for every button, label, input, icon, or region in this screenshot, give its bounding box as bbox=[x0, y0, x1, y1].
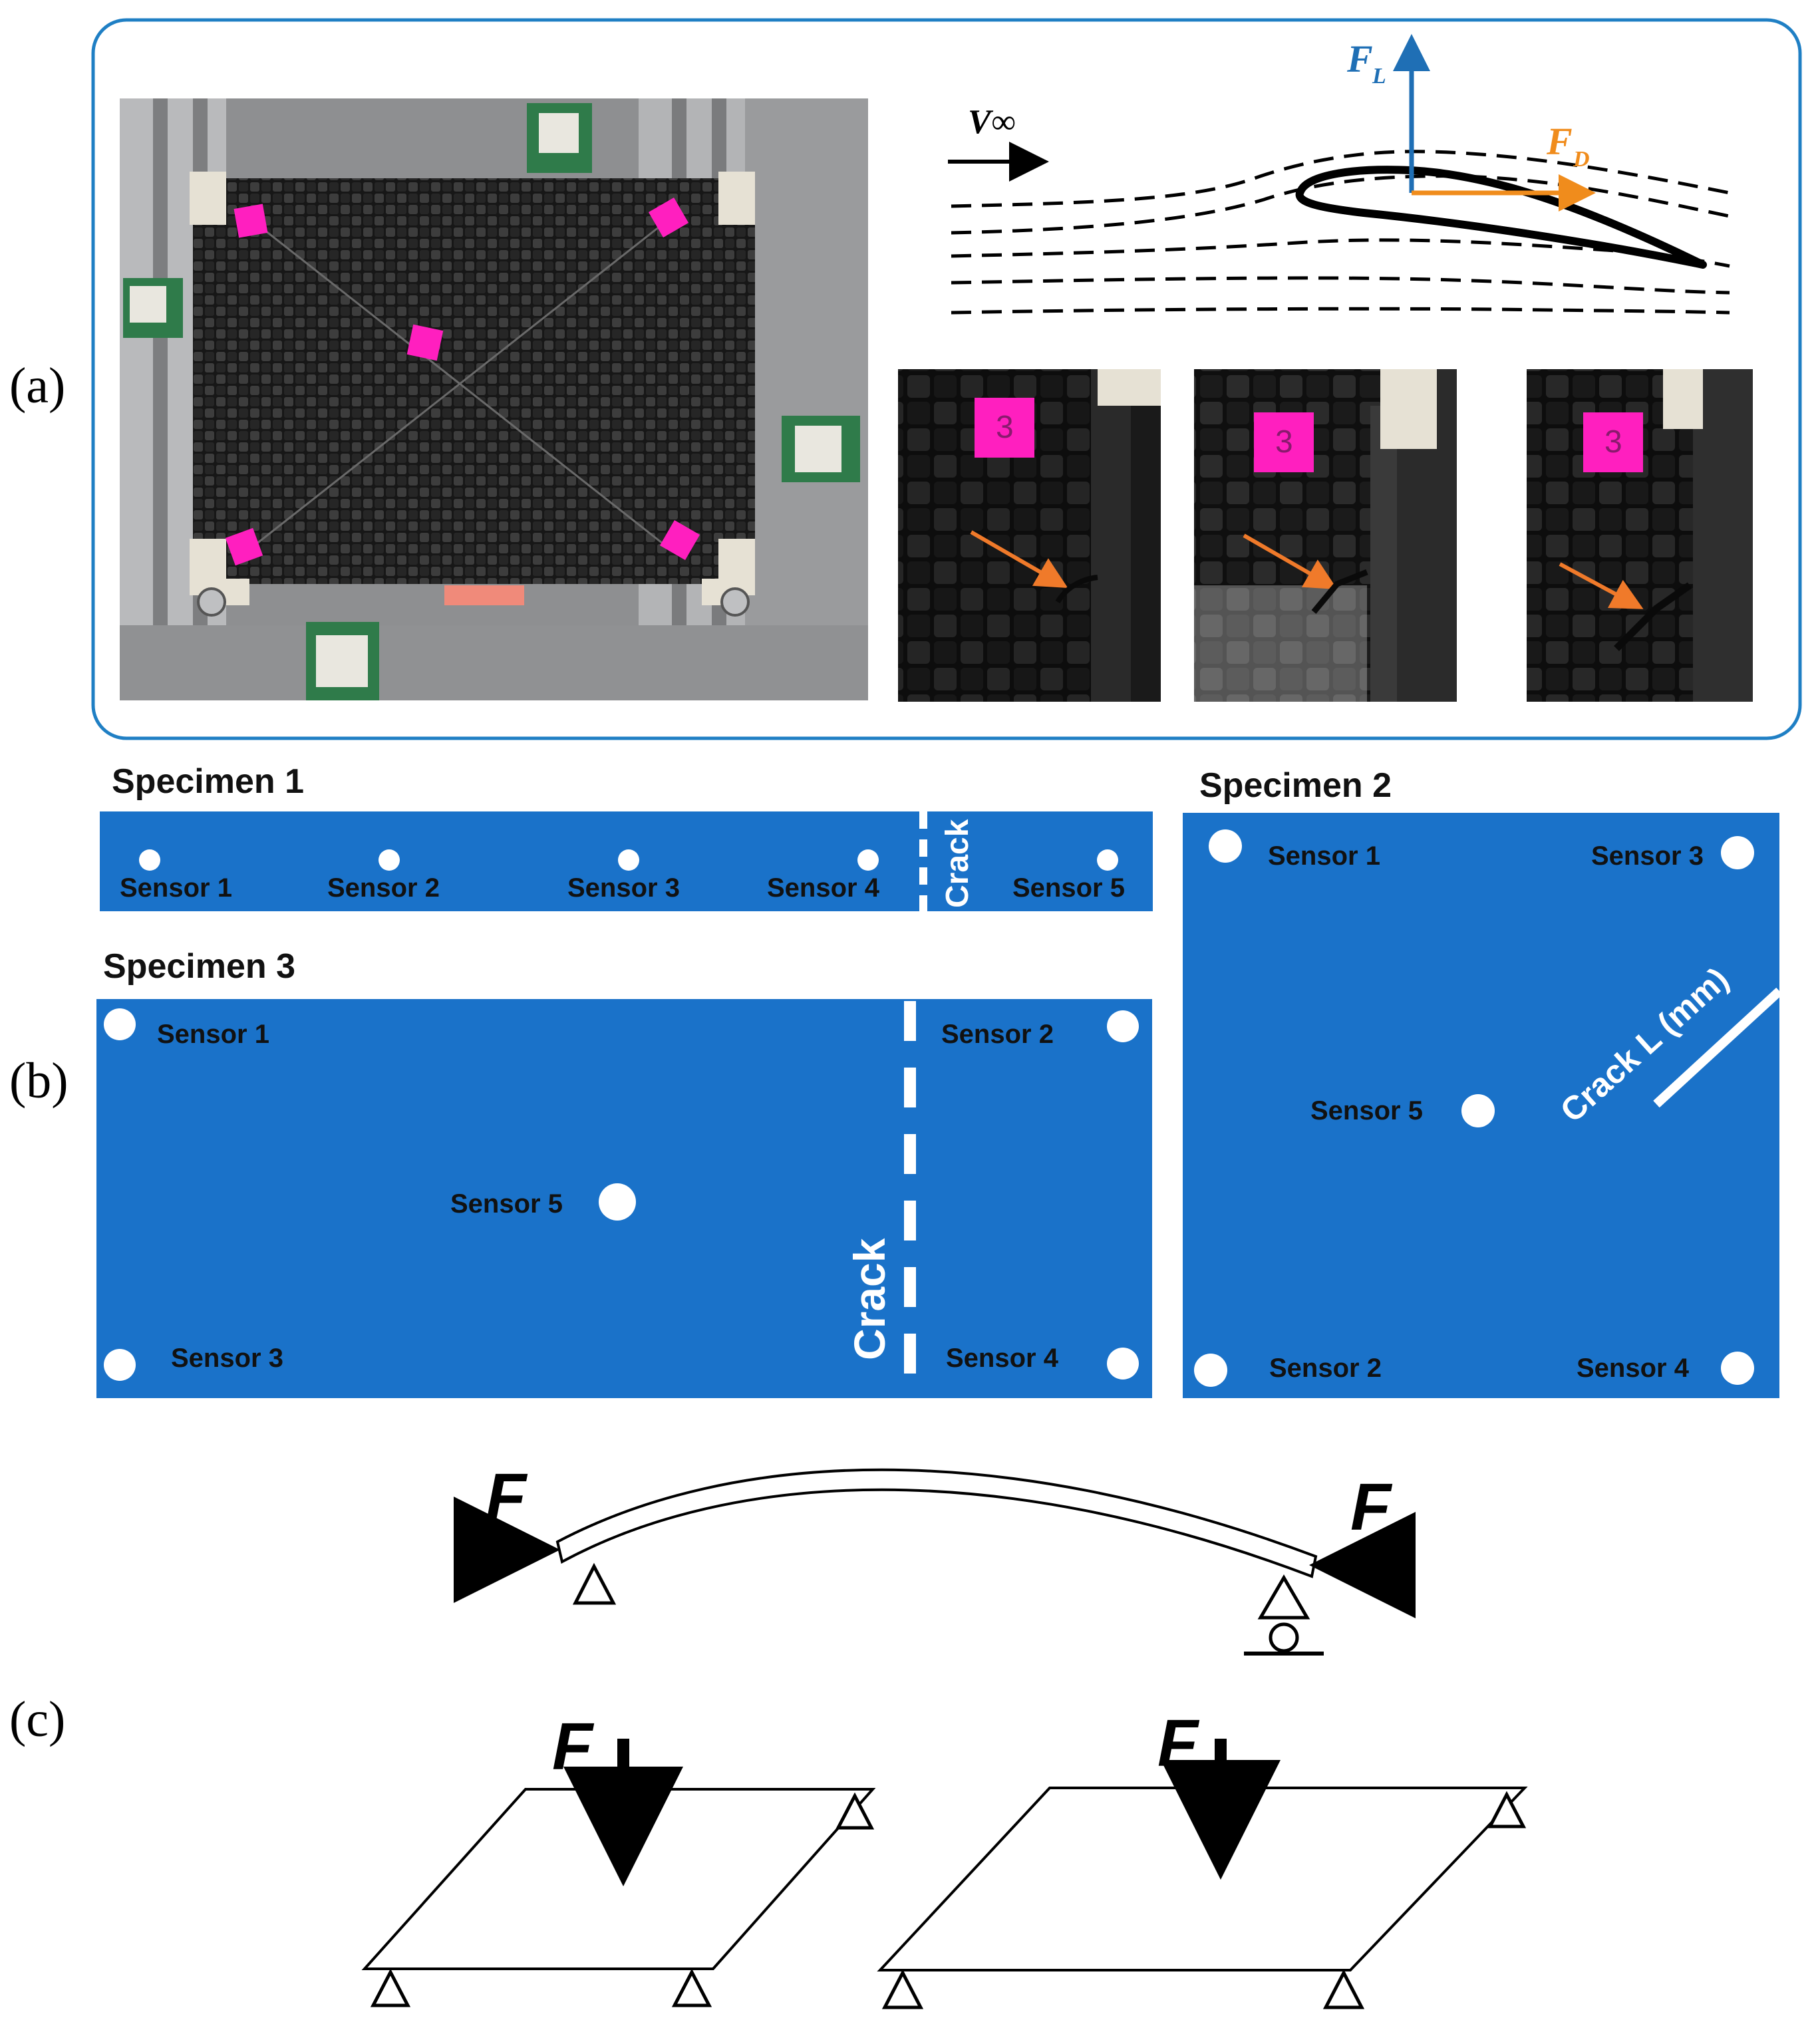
sensor-dot bbox=[104, 1008, 136, 1040]
sensor-label: Sensor 3 bbox=[567, 873, 680, 903]
sensor-label: Sensor 1 bbox=[1268, 841, 1380, 871]
plate-outline bbox=[877, 1787, 1528, 1971]
specimen-2: Specimen 2 Sensor 1 Sensor 3 Sensor 2 Se… bbox=[1183, 766, 1783, 1398]
sensor-tag bbox=[648, 197, 689, 238]
support bbox=[671, 1968, 712, 2007]
airfoil-schematic: V∞ F L F D bbox=[948, 34, 1730, 315]
curved-beam bbox=[555, 1468, 1318, 1578]
specimen-1: Specimen 1 Crack Sensor 1 Sensor 2 Senso… bbox=[100, 762, 1153, 911]
sensor-dot bbox=[1209, 829, 1242, 863]
sensor-label: Sensor 1 bbox=[157, 1020, 269, 1049]
sensor-label: Sensor 4 bbox=[946, 1344, 1059, 1373]
support bbox=[881, 1969, 924, 2009]
sensor-tag bbox=[406, 324, 444, 361]
force-label: F bbox=[552, 1709, 595, 1784]
freestream-label: V∞ bbox=[968, 103, 1016, 141]
force-label: F bbox=[486, 1460, 528, 1534]
airfoil-shape bbox=[1295, 166, 1707, 269]
drag-subscript: D bbox=[1573, 147, 1590, 172]
lift-subscript: L bbox=[1372, 64, 1386, 88]
drag-label: F bbox=[1546, 120, 1573, 163]
sensor-dot bbox=[1721, 1352, 1754, 1385]
sensor-label: Sensor 5 bbox=[1310, 1096, 1423, 1125]
sensor-dot bbox=[618, 849, 639, 871]
plate-bending-diagram-2: F bbox=[877, 1706, 1528, 2009]
support bbox=[370, 1968, 411, 2007]
sensor-tag bbox=[659, 519, 700, 561]
specimen-3-crack-label: Crack bbox=[845, 1238, 894, 1360]
sensor-dot bbox=[379, 849, 400, 871]
panel-b-label: (b) bbox=[9, 1053, 69, 1109]
sensor-label: Sensor 1 bbox=[120, 873, 232, 903]
lift-label: F bbox=[1346, 37, 1373, 80]
sensor-dot bbox=[1194, 1354, 1227, 1387]
force-label: F bbox=[1157, 1706, 1200, 1781]
specimen-1-title: Specimen 1 bbox=[112, 762, 304, 801]
tag-label: 3 bbox=[1604, 424, 1622, 460]
sensor-dot bbox=[1721, 836, 1754, 869]
cfrp-plate bbox=[193, 178, 755, 584]
specimen-2-crack-line bbox=[1653, 987, 1783, 1108]
sensor-label: Sensor 4 bbox=[1577, 1354, 1690, 1383]
specimen-1-crack-label: Crack bbox=[940, 819, 975, 908]
buckling-beam-diagram: F F bbox=[454, 1460, 1416, 1656]
tag-label: 3 bbox=[996, 410, 1014, 445]
panel-c-label: (c) bbox=[9, 1691, 65, 1747]
sensor-dot bbox=[139, 849, 160, 871]
crack-closeup-2: 3 bbox=[1194, 369, 1457, 702]
sensor-dot bbox=[857, 849, 879, 871]
roller-support bbox=[1257, 1574, 1310, 1620]
test-rig-photo bbox=[120, 98, 868, 700]
tag-label: 3 bbox=[1275, 424, 1293, 460]
sensor-label: Sensor 5 bbox=[1012, 873, 1125, 903]
specimen-3: Specimen 3 Crack Sensor 1 Sensor 2 Senso… bbox=[96, 947, 1152, 1398]
sensor-label: Sensor 3 bbox=[1591, 841, 1704, 871]
crack-closeup-3: 3 bbox=[1527, 369, 1753, 702]
sensor-label: Sensor 3 bbox=[171, 1344, 283, 1373]
sensor-label: Sensor 2 bbox=[941, 1020, 1054, 1049]
sensor-label: Sensor 4 bbox=[767, 873, 880, 903]
sensor-dot bbox=[1461, 1094, 1495, 1127]
sensor-tag bbox=[233, 204, 268, 238]
sensor-dot bbox=[104, 1349, 136, 1381]
plate-bending-diagram-1: F bbox=[361, 1709, 876, 2007]
support bbox=[1322, 1969, 1365, 2009]
sensor-label: Sensor 5 bbox=[450, 1189, 563, 1219]
specimen-2-title: Specimen 2 bbox=[1199, 766, 1392, 805]
sensor-dot bbox=[599, 1183, 636, 1221]
pin-support bbox=[572, 1562, 617, 1605]
panel-a-frame bbox=[91, 18, 1802, 740]
panel-a-label: (a) bbox=[9, 358, 65, 414]
sensor-label: Sensor 2 bbox=[1269, 1354, 1382, 1383]
support bbox=[835, 1792, 875, 1830]
support bbox=[1487, 1791, 1527, 1828]
force-label: F bbox=[1350, 1470, 1393, 1544]
sensor-dot bbox=[1107, 1348, 1139, 1380]
sensor-tag bbox=[225, 527, 263, 566]
crack-closeup-1: 3 bbox=[898, 369, 1161, 702]
specimen-3-title: Specimen 3 bbox=[103, 947, 295, 986]
sensor-dot bbox=[1107, 1010, 1139, 1042]
sensor-dot bbox=[1097, 849, 1118, 871]
sensor-label: Sensor 2 bbox=[327, 873, 440, 903]
